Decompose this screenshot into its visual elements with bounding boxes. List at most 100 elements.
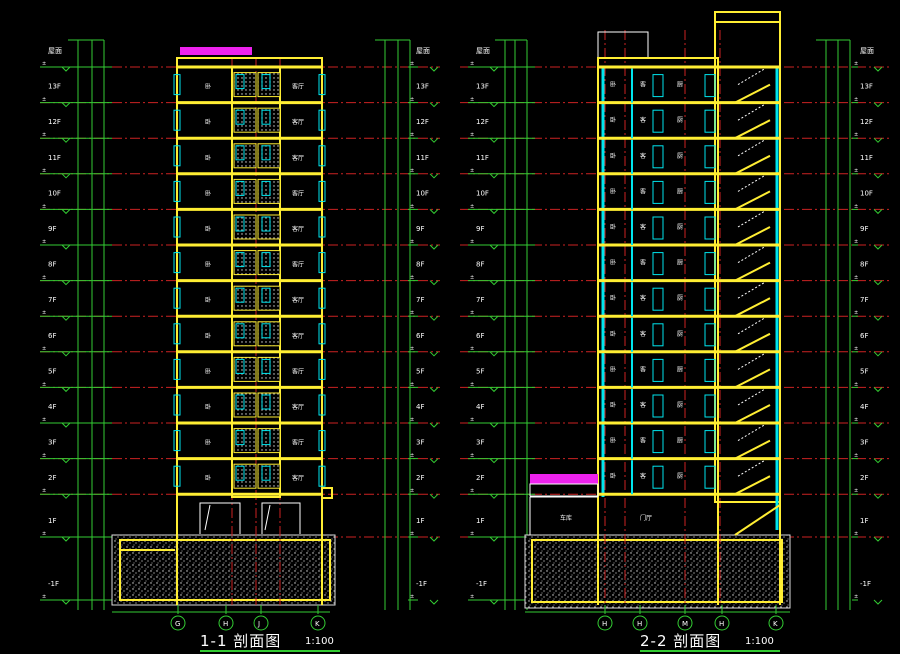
elevation-text: ± — [470, 203, 474, 209]
axis-label: J — [257, 620, 260, 628]
elevation-text: ± — [470, 531, 474, 537]
room-label: 客厅 — [292, 403, 304, 411]
room-label: 卧 — [205, 332, 211, 340]
floor-label: 3F — [860, 439, 868, 447]
floor-label: 9F — [48, 225, 56, 233]
core-block — [257, 356, 281, 382]
elevation-marker — [429, 599, 439, 605]
core-block — [233, 72, 257, 98]
window — [173, 430, 181, 452]
floor-label: 2F — [48, 474, 56, 482]
floor-label: 8F — [416, 261, 424, 269]
floor-label: 3F — [416, 439, 424, 447]
elevation-marker — [489, 280, 499, 286]
core-block — [233, 178, 257, 204]
room-label: 客厅 — [292, 261, 304, 269]
floor-label: 4F — [860, 403, 868, 411]
elevation-marker — [61, 315, 71, 321]
stair-flight-hidden — [737, 388, 766, 406]
room-label: 厨 — [677, 82, 683, 89]
room-label: 卧 — [205, 83, 211, 91]
room-label: 客 — [640, 187, 646, 195]
door-icon — [652, 430, 664, 454]
floor-label: 11F — [48, 154, 61, 162]
door-icon — [261, 109, 271, 125]
core-block — [257, 285, 281, 311]
elevation-marker — [429, 66, 439, 72]
elevation-marker — [429, 387, 439, 393]
core-block — [257, 321, 281, 347]
elevation-text: ± — [470, 310, 474, 316]
axis-label: H — [223, 620, 228, 628]
stair-flight — [734, 439, 771, 460]
elevation-marker — [873, 351, 883, 357]
elevation-marker — [429, 315, 439, 321]
section-2-title: 2-2 剖面图 — [640, 632, 722, 650]
elevation-text: ± — [470, 239, 474, 245]
room-label: 卧 — [610, 259, 616, 267]
room-label: 客厅 — [292, 83, 304, 91]
door-icon — [261, 287, 271, 303]
elevation-marker — [429, 536, 439, 542]
door-icon — [704, 287, 716, 311]
elevation-marker — [429, 351, 439, 357]
stair-flight — [734, 261, 771, 282]
room-label: 客 — [640, 259, 646, 267]
axis-label: H — [602, 620, 607, 628]
elevation-text: ± — [410, 417, 414, 423]
room-label: 厨 — [677, 117, 683, 124]
door-icon — [235, 109, 245, 125]
elevation-marker — [429, 493, 439, 499]
door-icon — [652, 145, 664, 169]
window — [173, 180, 181, 202]
elevation-marker — [429, 137, 439, 143]
elevation-text: ± — [854, 346, 858, 352]
axis-label: K — [773, 620, 778, 628]
door-icon — [652, 109, 664, 133]
elevation-marker — [873, 209, 883, 215]
core-block — [257, 392, 281, 418]
floor-label: 8F — [476, 261, 484, 269]
elevation-marker — [61, 209, 71, 215]
room-label: 客厅 — [292, 296, 304, 304]
entrance-frame — [261, 502, 301, 534]
door-icon — [652, 180, 664, 204]
window — [173, 145, 181, 167]
section-1-title-underline — [200, 650, 340, 652]
room-label: 客 — [640, 365, 646, 373]
elevation-marker — [873, 387, 883, 393]
floor-label: 5F — [48, 367, 56, 375]
stair-flight-hidden — [737, 317, 766, 335]
room-label: 客厅 — [292, 118, 304, 126]
stair-flight — [734, 404, 771, 424]
core-block — [233, 250, 257, 276]
core-block — [233, 285, 257, 311]
room-label: 卧 — [610, 116, 616, 124]
elevation-marker — [429, 102, 439, 108]
core-block — [257, 214, 281, 240]
floor-label: 10F — [860, 189, 873, 197]
elevation-text: ± — [854, 275, 858, 281]
elevation-text: ± — [410, 488, 414, 494]
core-block — [233, 356, 257, 382]
elevation-marker — [489, 493, 499, 499]
room-label: 卧 — [205, 225, 211, 233]
room-label: 客 — [640, 437, 646, 445]
floor-label: 2F — [416, 474, 424, 482]
room-label: 客 — [640, 152, 646, 160]
core-block — [233, 214, 257, 240]
door-icon — [704, 323, 716, 347]
elevation-marker — [489, 173, 499, 179]
window — [173, 287, 181, 309]
floor-label: -1F — [48, 580, 59, 588]
elevation-text: ± — [410, 132, 414, 138]
floor-label: 屋面 — [476, 47, 490, 55]
elevation-text: ± — [42, 239, 46, 245]
elevation-marker — [873, 280, 883, 286]
floor-label: 12F — [860, 118, 873, 126]
floor-label: 屋面 — [48, 47, 62, 55]
room-label: 卧 — [205, 118, 211, 126]
elevation-text: ± — [42, 132, 46, 138]
elevation-marker — [489, 137, 499, 143]
stair-flight — [734, 368, 771, 389]
